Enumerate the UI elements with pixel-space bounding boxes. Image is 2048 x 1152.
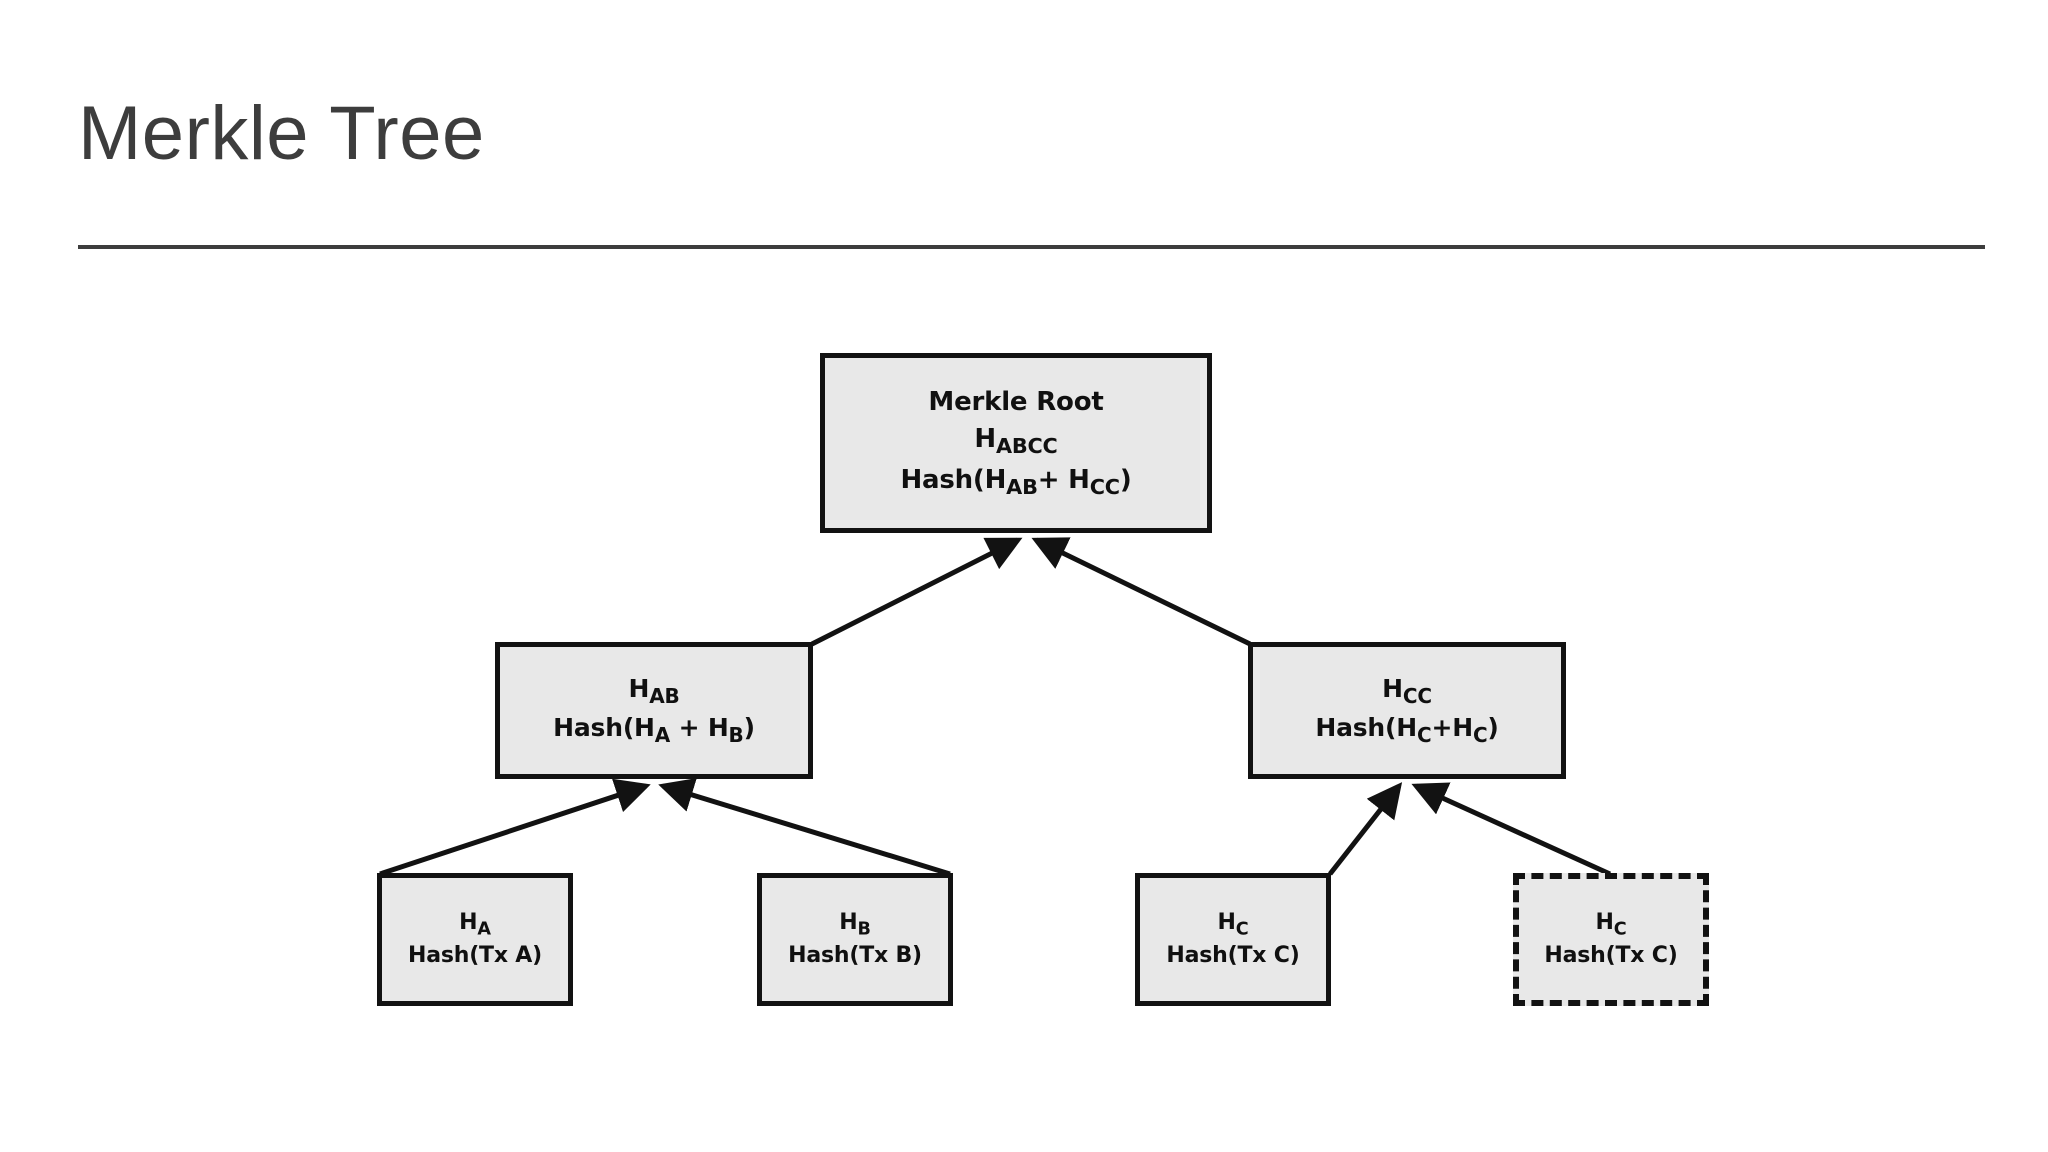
node-root-formula: Hash(HAB+ HCC): [900, 462, 1131, 503]
node-hab[interactable]: HAB Hash(HA + HB): [495, 642, 813, 779]
node-hb-hash: HB: [839, 908, 871, 942]
formula-suffix: ): [743, 712, 755, 742]
edge-hc1-to-hcc: [1328, 782, 1403, 876]
formula-prefix: Hash(H: [900, 464, 1007, 495]
edge-hb-to-hab: [658, 778, 951, 877]
hash-symbol: H: [1382, 673, 1403, 703]
node-hab-hash: HAB: [628, 672, 679, 711]
node-hc-original[interactable]: HC Hash(Tx C): [1135, 873, 1331, 1006]
hash-symbol: H: [1595, 909, 1614, 935]
hash-subscript: C: [1613, 918, 1627, 939]
formula-operator: +H: [1431, 712, 1473, 742]
formula-operator: + H: [670, 712, 729, 742]
hash-subscript: A: [477, 918, 491, 939]
hash-symbol: H: [628, 673, 650, 703]
node-hab-formula: Hash(HA + HB): [553, 711, 755, 750]
edge-hab-to-root: [810, 537, 1023, 647]
node-hb-formula: Hash(Tx B): [788, 943, 922, 969]
node-hcc[interactable]: HCC Hash(HC+HC): [1248, 642, 1566, 779]
formula-prefix: Hash(H: [1315, 712, 1417, 742]
node-hc1-hash: HC: [1218, 908, 1249, 942]
hash-subscript: CC: [1402, 683, 1432, 708]
title-divider: [78, 245, 1985, 249]
formula-subscript-1: C: [1416, 722, 1432, 747]
node-hc-duplicate[interactable]: HC Hash(Tx C): [1513, 873, 1709, 1006]
node-ha-formula: Hash(Tx A): [407, 943, 542, 969]
node-hb[interactable]: HB Hash(Tx B): [757, 873, 953, 1006]
node-root-hash: HABCC: [974, 421, 1057, 462]
formula-prefix: Hash(H: [553, 712, 655, 742]
edge-hc2-to-hcc: [1411, 782, 1612, 877]
node-hcc-hash: HCC: [1382, 672, 1432, 711]
hash-symbol: H: [839, 909, 858, 935]
formula-operator: + H: [1037, 464, 1090, 495]
hash-subscript: AB: [649, 683, 680, 708]
hash-symbol: H: [974, 423, 996, 454]
hash-symbol: H: [1217, 909, 1236, 935]
formula-subscript-1: AB: [1006, 474, 1038, 499]
node-hc2-formula: Hash(Tx C): [1544, 943, 1678, 969]
formula-subscript-2: B: [728, 722, 744, 747]
node-hc2-hash: HC: [1596, 908, 1627, 942]
node-hc1-formula: Hash(Tx C): [1166, 943, 1300, 969]
formula-suffix: ): [1119, 464, 1132, 495]
hash-subscript: C: [1235, 918, 1249, 939]
edge-hcc-to-root: [1031, 537, 1252, 647]
node-hcc-formula: Hash(HC+HC): [1315, 711, 1499, 750]
formula-subscript-2: CC: [1089, 474, 1120, 499]
formula-subscript-2: C: [1472, 722, 1488, 747]
formula-suffix: ): [1487, 712, 1499, 742]
formula-subscript-1: A: [654, 722, 671, 747]
node-ha-hash: HA: [459, 908, 491, 942]
node-ha[interactable]: HA Hash(Tx A): [377, 873, 573, 1006]
hash-subscript: ABCC: [995, 434, 1058, 459]
node-merkle-root[interactable]: Merkle Root HABCC Hash(HAB+ HCC): [820, 353, 1212, 533]
hash-symbol: H: [459, 909, 478, 935]
edge-ha-to-hab: [379, 778, 651, 877]
page-title: Merkle Tree: [78, 91, 485, 176]
node-root-label: Merkle Root: [928, 386, 1104, 417]
hash-subscript: B: [857, 918, 871, 939]
